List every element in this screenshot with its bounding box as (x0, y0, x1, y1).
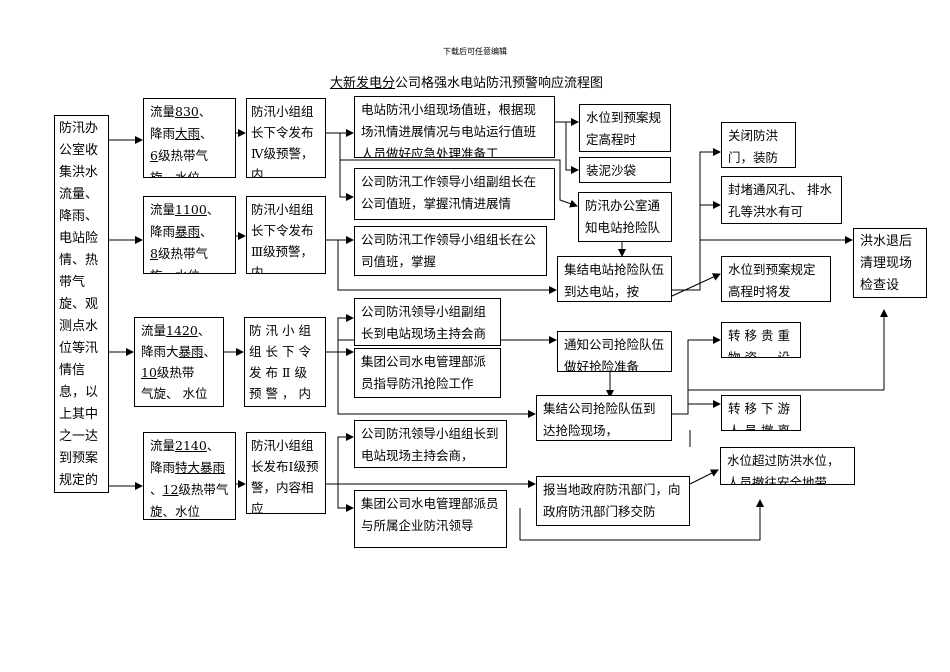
gov-box: 报当地政府防汛部门，向政府防汛部门移交防 (536, 476, 690, 526)
level4-water-label: 旋、水位 (150, 170, 201, 178)
level3-sep2: 、 (200, 224, 213, 239)
level3-sep1: 、 (206, 202, 220, 217)
level1-flow-label: 流量 (150, 438, 176, 453)
move-goods-box: 转移贵重物资、设 (721, 322, 801, 358)
level4-flow-label: 流量 (150, 104, 176, 119)
water-plan-box: 水位到预案规定高程时 (579, 104, 671, 152)
level4-rain-label: 降雨 (150, 126, 176, 141)
level1-rain-label: 降雨 (150, 460, 176, 475)
level1-response-1: 公司防汛领导小组组长到电站现场主持会商， (354, 420, 507, 468)
collect-info-box: 防汛办公室收集洪水流量、降雨、电站险情、热带气旋、观测点水位等汛情信息，以上其中… (54, 115, 109, 493)
level3-water-label: 水位 (175, 268, 200, 273)
level1-cyclone-grade: 12 (162, 482, 179, 497)
level2-flow-value: 1420 (166, 323, 198, 338)
level2-response-1: 公司防汛领导小组副组长到电站现场主持会商 (354, 298, 501, 346)
level3-rain-label: 降雨 (150, 224, 176, 239)
seal-holes-box: 封堵通风孔、 排水孔等洪水有可 (721, 176, 842, 224)
level1-flow-value: 2140 (175, 438, 207, 453)
level3-condition: 流量1100、 降雨暴雨、 8级热带气旋、水位 (143, 196, 236, 274)
level3-cyclone-label: 级热带气旋、 (150, 246, 208, 273)
level3-cyclone-grade: 8 (150, 246, 158, 261)
level1-condition: 流量2140、 降雨特大暴雨 、12级热带气旋、水位 (143, 432, 236, 520)
level4-cyclone-label: 级热带气 (157, 148, 208, 163)
level2-rain-value: 暴雨 (178, 344, 204, 359)
level4-cyclone-grade: 6 (150, 148, 158, 163)
sandbag-box: 装泥沙袋 (579, 157, 671, 183)
level3-flow-value: 1100 (175, 202, 207, 217)
level2-rain-label: 降雨大 (141, 344, 179, 359)
level2-sep2: 、 (203, 344, 217, 359)
level3-flow-label: 流量 (150, 202, 176, 217)
level1-sep1: 、 (206, 438, 220, 453)
water-plan2-box: 水位到预案规定高程时将发 (721, 256, 831, 302)
level4-alert: 防汛小组组长下令发布Ⅳ级预警，内 (246, 98, 326, 178)
level2-cyclone-grade: 10 (141, 365, 157, 380)
level1-sep2: 、 (150, 482, 163, 497)
level4-sep1: 、 (198, 104, 212, 119)
notify-company-box: 通知公司抢险队伍做好抢险准备 (557, 331, 672, 372)
notify-station-box: 防汛办公室通知电站抢险队 (578, 192, 672, 242)
level4-condition: 流量830、 降雨大雨、 6级热带气旋、水位 (143, 98, 236, 178)
level1-rain-value: 特大暴雨 (175, 460, 226, 475)
title-prefix: 大新发电分 (330, 76, 396, 91)
move-people-box: 转移下游人员撤离 (721, 395, 801, 431)
level4-sep2: 、 (200, 126, 213, 141)
level2-condition: 流量1420、 降雨大暴雨、 10级热带 气旋、 水位 (134, 317, 224, 407)
level3-response-1: 公司防汛工作领导小组组长在公司值班，掌握 (354, 226, 547, 276)
level2-alert: 防汛小组组长下令发布Ⅱ级预警，内 (244, 317, 326, 407)
level2-response-2: 集团公司水电管理部派员指导防汛抢险工作 (354, 348, 501, 398)
level2-sep1: 、 (197, 323, 211, 338)
level2-flow-label: 流量 (141, 323, 167, 338)
diagram-title: 大新发电分公司格强水电站防汛预警响应流程图 (330, 72, 603, 91)
level2-water-label: 气旋、 水位 (141, 386, 208, 401)
over-level-box: 水位超过防洪水位，人员撤往安全地带 (720, 447, 855, 485)
level2-cyclone-label: 级热带 (156, 365, 195, 380)
level4-response-2: 公司防汛工作领导小组副组长在公司值班，掌握汛情进展情 (354, 168, 555, 220)
level1-alert: 防汛小组组长发布Ⅰ级预警，内容相应 (246, 432, 326, 514)
gather-station-box: 集结电站抢险队伍到达电站，按 (557, 256, 672, 302)
level4-response-1: 电站防汛小组现场值班，根据现场汛情进展情况与电站运行值班人员做好应急处理准备工 (354, 96, 555, 158)
gather-company-box: 集结公司抢险队伍到达抢险现场， (536, 395, 672, 441)
cleanup-box: 洪水退后清理现场检查设 (853, 228, 927, 298)
page-header: 下载后可任意编辑 (443, 47, 507, 56)
level1-cyclone-label: 级热带气旋、 (150, 482, 229, 519)
level1-response-2: 集团公司水电管理部派员与所属企业防汛领导 (354, 490, 507, 548)
level3-alert: 防汛小组组长下令发布Ⅲ级预警，内 (246, 196, 326, 274)
level1-water-label: 水位 (175, 504, 201, 519)
level4-flow-value: 830 (175, 104, 199, 119)
level3-rain-value: 暴雨 (175, 224, 201, 239)
level4-rain-value: 大雨 (175, 126, 201, 141)
close-gate-box: 关闭防洪门，装防 (721, 122, 796, 168)
title-rest: 公司格强水电站防汛预警响应流程图 (395, 76, 604, 91)
